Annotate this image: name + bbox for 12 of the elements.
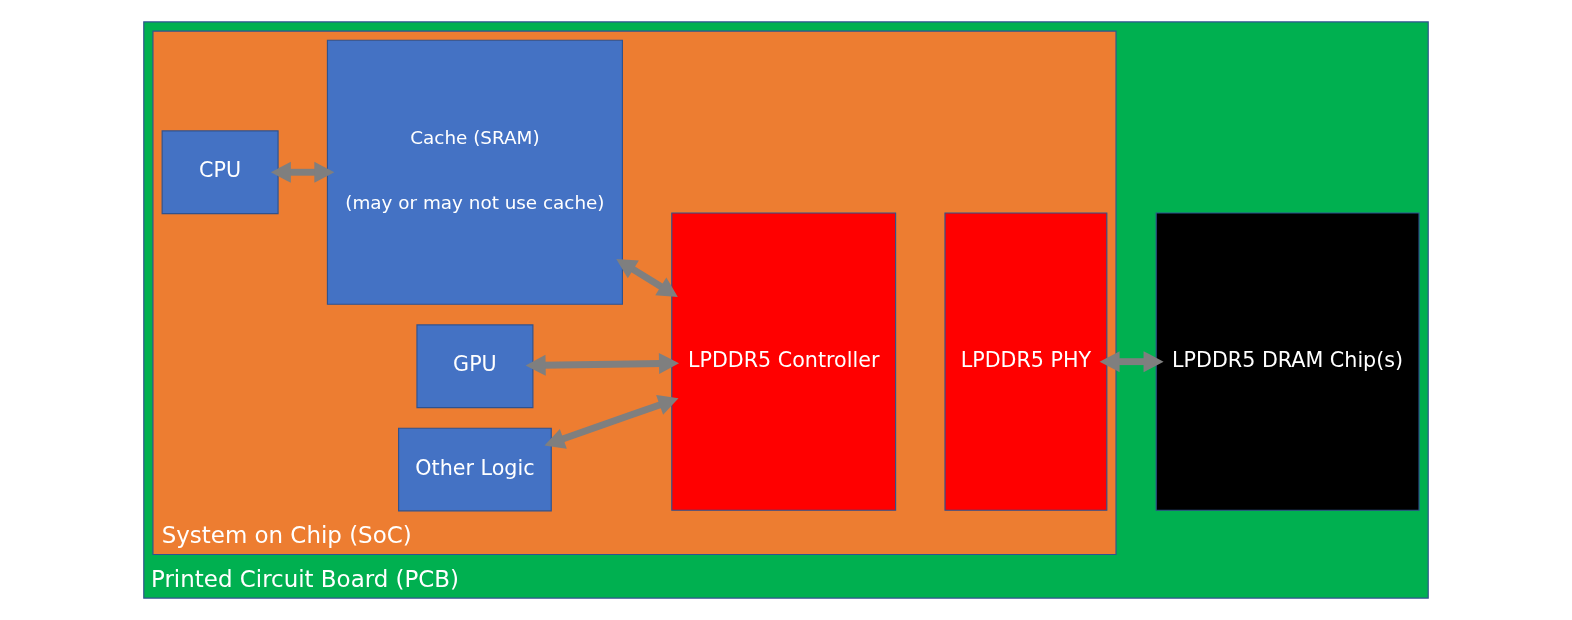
node-box: GPU: [416, 324, 534, 409]
node-box: CPU: [161, 130, 279, 215]
node-box: LPDDR5 DRAM Chip(s): [1155, 212, 1420, 511]
node-box: LPDDR5 Controller: [671, 212, 897, 511]
node-box: LPDDR5 PHY: [944, 212, 1108, 511]
arrow: [525, 352, 680, 376]
node-box: Cache (SRAM) (may or may not use cache): [326, 39, 623, 305]
node-box: Other Logic: [398, 427, 552, 512]
arrow: [1099, 351, 1164, 373]
arrow: [270, 161, 335, 183]
arrow: [544, 395, 679, 449]
arrow: [616, 258, 678, 297]
